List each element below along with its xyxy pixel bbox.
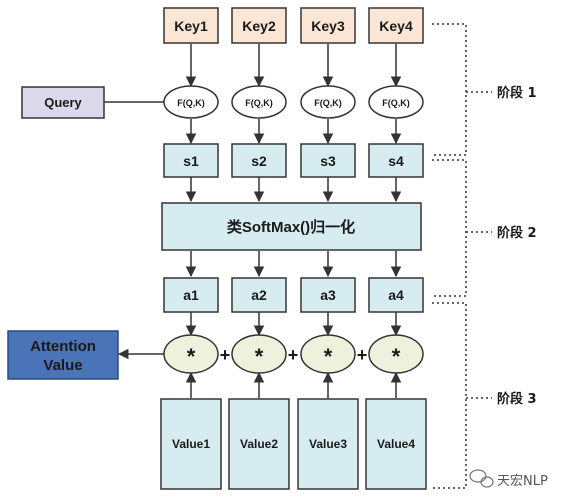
plus-symbol: + [357, 345, 368, 365]
multiply-row: * * * * + + + [163, 334, 424, 374]
multiply-symbol: * [392, 344, 401, 369]
multiply-node: * [300, 334, 356, 374]
key-label: Key1 [174, 18, 208, 34]
weight-box: a4 [368, 277, 424, 313]
score-box: s2 [231, 143, 287, 178]
stage-label-1: 阶段 1 [497, 85, 537, 101]
function-label: F(Q,K) [245, 98, 273, 108]
bracket-stage-1 [432, 23, 492, 156]
query-label: Query [44, 95, 82, 110]
score-label: s2 [251, 153, 267, 169]
score-label: s3 [320, 153, 336, 169]
multiply-symbol: * [187, 344, 196, 369]
key-label: Key2 [242, 18, 276, 34]
function-row: F(Q,K) F(Q,K) F(Q,K) F(Q,K) [163, 85, 424, 119]
bracket-stage-3 [432, 302, 492, 489]
weight-label: a2 [251, 287, 267, 303]
score-label: s1 [183, 153, 199, 169]
watermark: 天宏NLP [469, 469, 548, 489]
plus-symbol: + [288, 345, 299, 365]
weight-label: a4 [388, 287, 404, 303]
multiply-node: * [163, 334, 219, 374]
attention-value-box: Attention Value [7, 330, 119, 380]
multiply-node: * [368, 334, 424, 374]
attention-value-line-1: Attention [30, 338, 96, 355]
function-label: F(Q,K) [382, 98, 410, 108]
weight-row: a1 a2 a3 a4 [163, 277, 424, 313]
function-node: F(Q,K) [300, 85, 356, 119]
value-box: Value2 [228, 398, 290, 490]
key-box: Key1 [163, 7, 219, 44]
score-box: s3 [300, 143, 356, 178]
attention-value-line-2: Value [43, 357, 82, 374]
score-label: s4 [388, 153, 404, 169]
multiply-symbol: * [255, 344, 264, 369]
function-node: F(Q,K) [368, 85, 424, 119]
value-box: Value1 [160, 398, 222, 490]
connector-arrows [104, 44, 402, 398]
stage-label-3: 阶段 3 [497, 391, 537, 407]
weight-label: a3 [320, 287, 336, 303]
value-row: Value1 Value2 Value3 Value4 [160, 398, 427, 490]
softmax-box: 类SoftMax()归一化 [161, 202, 422, 251]
value-label: Value2 [240, 437, 278, 451]
key-box: Key2 [231, 7, 287, 44]
key-label: Key3 [311, 18, 345, 34]
weight-label: a1 [183, 287, 199, 303]
function-label: F(Q,K) [177, 98, 205, 108]
weight-box: a3 [300, 277, 356, 313]
wechat-icon [469, 469, 494, 488]
watermark-text: 天宏NLP [497, 474, 548, 489]
key-row: Key1 Key2 Key3 Key4 [163, 7, 424, 44]
bracket-stage-2 [432, 159, 492, 297]
plus-symbol: + [220, 345, 231, 365]
key-box: Key3 [300, 7, 356, 44]
stage-label-2: 阶段 2 [497, 225, 537, 241]
function-label: F(Q,K) [314, 98, 342, 108]
softmax-label: 类SoftMax()归一化 [227, 218, 355, 236]
key-label: Key4 [379, 18, 413, 34]
value-label: Value3 [309, 437, 347, 451]
score-box: s1 [163, 143, 219, 178]
weight-box: a2 [231, 277, 287, 313]
stage-brackets [432, 23, 492, 489]
multiply-node: * [231, 334, 287, 374]
score-row: s1 s2 s3 s4 [163, 143, 424, 178]
function-node: F(Q,K) [163, 85, 219, 119]
weight-box: a1 [163, 277, 219, 313]
query-box: Query [21, 86, 105, 119]
value-label: Value4 [377, 437, 415, 451]
key-box: Key4 [368, 7, 424, 44]
function-node: F(Q,K) [231, 85, 287, 119]
value-box: Value4 [365, 398, 427, 490]
value-label: Value1 [172, 437, 210, 451]
score-box: s4 [368, 143, 424, 178]
value-box: Value3 [297, 398, 359, 490]
multiply-symbol: * [324, 344, 333, 369]
